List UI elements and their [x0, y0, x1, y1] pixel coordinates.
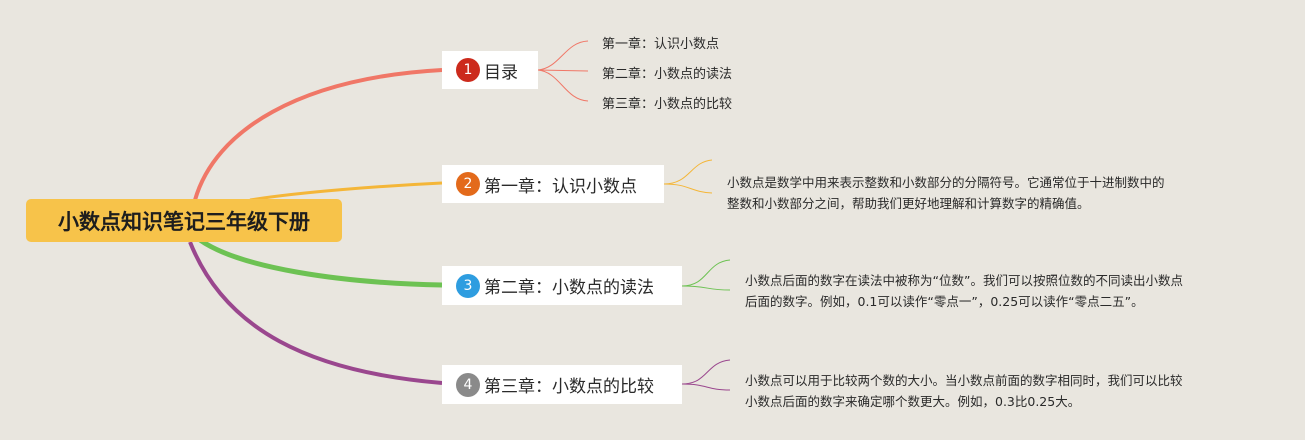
branch-line-3 [198, 237, 443, 288]
description-line: 整数和小数部分之间，帮助我们更好地理解和计算数字的精确值。 [727, 196, 1090, 211]
topic-label: 第三章：小数点的比较 [484, 377, 654, 397]
desc-connector-2-lower [663, 183, 713, 194]
badge-number-1: 1 [456, 58, 480, 82]
description-line: 小数点可以用于比较两个数的大小。当小数点前面的数字相同时，我们可以比较 [745, 373, 1183, 388]
badge-number-4: 4 [456, 372, 480, 397]
topic-chapter-2[interactable]: 3 第二章：小数点的读法 [442, 266, 682, 305]
description-chapter-1: 小数点是数学中用来表示整数和小数部分的分隔符号。它通常位于十进制数中的 整数和小… [727, 172, 1165, 214]
subtopic-chapter-3[interactable]: 第三章：小数点的比较 [602, 97, 733, 112]
desc-connector-2-upper [663, 159, 713, 185]
description-line: 小数点后面的数字在读法中被称为“位数”。我们可以按照位数的不同读出小数点 [745, 273, 1183, 288]
topic-label: 第一章：认识小数点 [484, 176, 637, 197]
branch-line-2 [249, 181, 443, 202]
desc-connector-3-lower [681, 285, 731, 291]
desc-connector-3-upper [681, 259, 731, 287]
root-topic[interactable]: 小数点知识笔记三年级下册 [26, 199, 342, 242]
sub-branch-line-1b [537, 69, 589, 72]
description-chapter-2: 小数点后面的数字在读法中被称为“位数”。我们可以按照位数的不同读出小数点 后面的… [745, 270, 1183, 312]
subtopic-chapter-2[interactable]: 第二章：小数点的读法 [602, 67, 733, 82]
description-line: 后面的数字。例如，0.1可以读作“零点一”，0.25可以读作“零点二五”。 [745, 294, 1144, 309]
description-chapter-3: 小数点可以用于比较两个数的大小。当小数点前面的数字相同时，我们可以比较 小数点后… [745, 370, 1183, 412]
topic-toc[interactable]: 1 目录 [442, 51, 538, 89]
description-line: 小数点是数学中用来表示整数和小数部分的分隔符号。它通常位于十进制数中的 [727, 175, 1165, 190]
desc-connector-4-upper [681, 359, 731, 385]
sub-branch-line-1a [537, 40, 589, 71]
description-line: 小数点后面的数字来确定哪个数更大。例如，0.3比0.25大。 [745, 394, 1081, 409]
desc-connector-4-lower [681, 383, 731, 391]
badge-number-3: 3 [456, 273, 480, 298]
branch-line-4 [188, 241, 443, 385]
sub-branch-line-1c [537, 69, 589, 102]
subtopic-chapter-1[interactable]: 第一章：认识小数点 [602, 37, 720, 52]
branch-line-1 [193, 68, 443, 201]
topic-label: 第二章：小数点的读法 [484, 278, 654, 298]
topic-chapter-1[interactable]: 2 第一章：认识小数点 [442, 165, 664, 203]
badge-number-2: 2 [456, 172, 480, 196]
topic-label: 目录 [484, 62, 518, 83]
topic-chapter-3[interactable]: 4 第三章：小数点的比较 [442, 365, 682, 404]
